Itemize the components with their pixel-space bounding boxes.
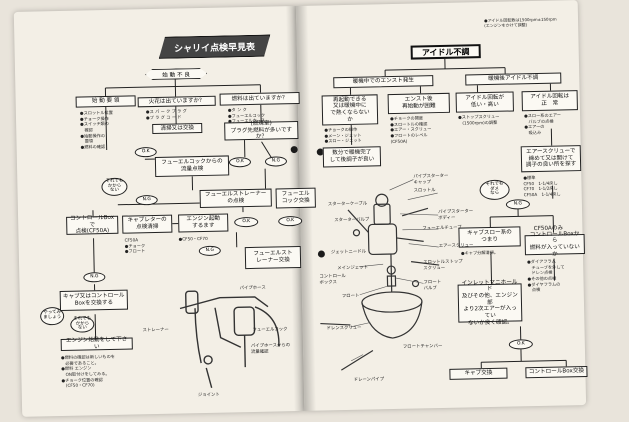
right-page-title: アイドル不調 (411, 44, 481, 59)
bubble-still-no-start-2: それでも かから ない (70, 316, 94, 332)
combustion-chamber-box: (燃焼室) プラグ先燃料が多いですか？ (224, 121, 298, 141)
start-node: 始 動 不 良 (145, 68, 207, 80)
control-box-check: コントロールBoxで 点検(CF50A) (66, 216, 118, 235)
cause-start-procedure: 始 動 要 領 (76, 95, 136, 107)
diagram-label-joint: ジョイント (198, 392, 220, 398)
control-box-fuel-box: コントロールBoxから 燃料が入っていないか (525, 234, 585, 255)
diagram-label-pipe: パイプホース (240, 285, 266, 292)
label-starter-cable: スターターケーブル (328, 201, 367, 208)
left-page-title: シャリイ点検早見表 (158, 35, 270, 59)
diagram-label-carb-pipe: パイプホースからの 流量確認 (251, 342, 291, 355)
slow-air-note: ●スロー系のエアー バルブの点検 ●エアーの 吸込み (524, 112, 580, 136)
carburetor-check-box: キャブレターの 点検清掃 (122, 215, 172, 234)
air-screw-standard-note: ●標準 CF50 1-1/4戻し CF70 1-1/2戻し CF50A 1-1/… (523, 174, 581, 198)
restart-difficult-box: エンスト後 再始動が困難 (388, 93, 450, 114)
plug-note: ●ス パ ー ク プ ラ グ ●プ ラ グ コ ー ド (146, 108, 216, 121)
control-box-exchange-box: コントロールBox交換 (525, 366, 587, 378)
label-float: フロート (342, 293, 360, 299)
open-manual-spread: シャリイ点検早見表 (14, 0, 582, 422)
idle-speed-abnormal-box: アイドル回転が 低い・高い (456, 91, 514, 112)
label-throttle-stop: スロットルストップ スクリュー (423, 259, 463, 272)
inlet-manifold-box: インレットマニホールド 及びその他、エンジン部 より2次エアーが入ってい ないか… (458, 283, 523, 322)
carb-exchange-box: キャブ交換 (449, 368, 507, 380)
spark-check: 火花は出ていますか？ (138, 96, 216, 108)
diagram-label-strainer: ストレーナー (142, 327, 168, 334)
air-screw-adjust-box: エアースクリューで 締めて又は開けて 調子の良い所を探す (521, 145, 582, 172)
stop-screw-note: ●ストップスクリュー (1500rpm)の調整 (458, 113, 518, 126)
diagram-label-cock: フューエルコック (252, 326, 287, 333)
bottom-fuel-note: ●燃料の確認は新しいものを 必要であること。 ●燃料 エンジン ON取付けをして… (61, 353, 142, 389)
carb-or-control-exchange: キャブ又はコントロール Boxを交換する (60, 290, 128, 311)
left-page (14, 6, 304, 417)
label-control-box: コントロール ボックス (319, 273, 346, 286)
engine-start-please-box: エンジン始動をして下さい (61, 337, 133, 351)
idle-spec-note: ●アイドル回転数は1500rpm±150rpm (エンジンをかけて調整) (484, 16, 570, 29)
label-starter-body: パイプスターター ボディー (438, 208, 473, 221)
restart-possible-box: 再起動できる 又は暖機中に で熱くならない か (322, 94, 379, 125)
label-pipe-starter: パイプスターター キャップ (413, 173, 448, 186)
start-procedure-note: ●スロットル位置 ●チョーク操作 ●スイッチ類の 確認 ●始動操作の 要領 ●燃… (80, 109, 139, 150)
engine-start-check-box: エンジン起動 するます (178, 213, 228, 232)
fuel-strainer-box: フューエルストレーナー の点検 (200, 189, 272, 209)
label-starter-valve: スターターバルブ (334, 217, 369, 224)
warmup-complete-box: 数分で暖機完了 して後調子が良い (323, 146, 381, 167)
restart-note: ●チョークの操作 ●メーン・ジェット ●スロー・ジェット (324, 126, 380, 144)
branch-warmup-stall: 暖機中でのエンスト発生 (333, 75, 433, 88)
carb-note: CF50A ●チョーク ●フロート (125, 237, 175, 255)
cf-model-note: ●CF50・CF70 (179, 235, 229, 242)
branch-after-warmup: 暖機後アイドル不調 (465, 72, 561, 85)
label-main-jet: メインジェット (337, 265, 368, 272)
label-float-valve: フロート バルブ (423, 279, 441, 291)
restart-difficult-note: ●チョークの開度 ●スロートルの確認 ●エアー・スクリュー ●フロートのレベル … (390, 115, 453, 145)
fuel-check: 燃料は出ていますか？ (220, 92, 300, 106)
label-drain-screw: ドレンスクリュー (326, 325, 361, 332)
label-jet-needle: ジェットニードル (331, 249, 366, 256)
label-air-screw: エアースクリュー (439, 242, 474, 249)
strainer-exchange-box: フューエルスト レーナー交換 (245, 246, 301, 269)
fuel-cock-flow-box: フューエルコックからの 流量点検 (155, 155, 229, 177)
label-throttle: スロットル (414, 187, 436, 193)
control-box-note: ●ダイアフラム チューブを外して ドレン点検 ●その他の点検 ●ダイヤフラムの … (527, 258, 584, 293)
plug-clean-box: 清掃又は交換 (152, 123, 202, 134)
label-float-chamber: フロートチャンバー (403, 343, 443, 350)
label-fuel-tube: フューエルチューブ (422, 225, 461, 232)
fuel-cock-exchange-box: フューエル コック交換 (276, 188, 316, 209)
label-drain-pipe: ドレーンパイプ (353, 376, 384, 383)
idle-speed-normal-box: アイドル回転は 正 常 (522, 90, 578, 111)
